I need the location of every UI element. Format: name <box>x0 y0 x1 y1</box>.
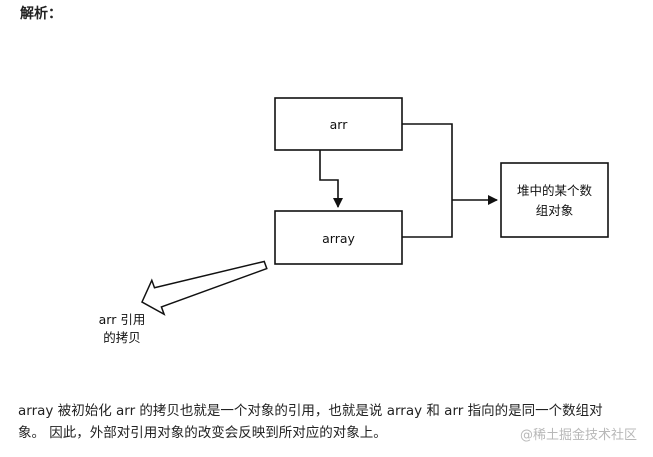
section-heading: 解析： <box>20 6 62 22</box>
explanation-line-2: 象。 因此，外部对引用对象的改变会反映到所对应的对象上。 <box>18 425 387 441</box>
copy-arrow <box>319 150 343 208</box>
reference-copy-label-line1: arr 引用 <box>99 312 146 327</box>
array-box-label: array <box>322 231 355 246</box>
explanation-paragraph: array 被初始化 arr 的拷贝也就是一个对象的引用，也就是说 array … <box>18 400 648 444</box>
explanation-line-1: array 被初始化 arr 的拷贝也就是一个对象的引用，也就是说 array … <box>18 403 603 419</box>
reference-copy-label-line2: 的拷贝 <box>103 330 141 345</box>
arr-box: arr <box>274 97 403 151</box>
reference-diagram: arr array 堆中的某个数 组对象 arr 引用 的拷贝 <box>99 97 609 345</box>
heap-object-label-line1: 堆中的某个数 <box>517 183 593 198</box>
source-watermark: @稀土掘金技术社区 <box>519 428 637 443</box>
heap-object-box: 堆中的某个数 组对象 <box>500 162 609 238</box>
array-to-heap-connector <box>402 200 453 238</box>
arr-to-heap-connector <box>402 123 453 200</box>
heap-object-label-line2: 组对象 <box>536 203 574 218</box>
arr-box-label: arr <box>330 117 349 132</box>
array-box: array <box>274 210 403 265</box>
reference-copy-block-arrow <box>141 260 268 316</box>
